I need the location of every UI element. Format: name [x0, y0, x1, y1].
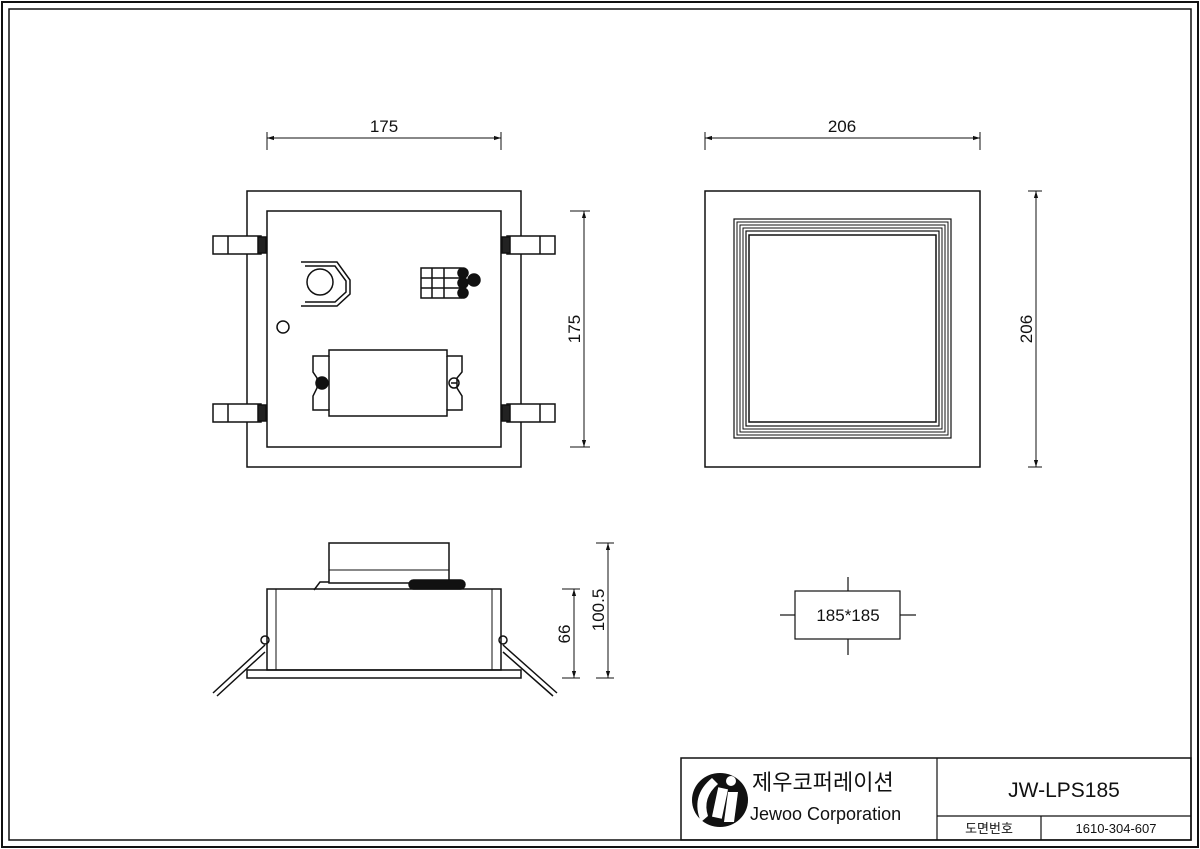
front-view-width-label: 206: [828, 117, 856, 136]
top-view-housing: [266, 210, 502, 448]
side-view-driver: [328, 542, 450, 584]
drawing-number-label: 도면번호: [965, 821, 1013, 836]
led-driver: [312, 349, 463, 417]
spring-clip-bottom-left: [212, 403, 267, 423]
side-view-housing: [266, 588, 502, 671]
top-view: [212, 190, 556, 468]
top-view-width-dimension: [266, 132, 502, 150]
company-name-korean: 제우코퍼레이션: [752, 770, 894, 795]
front-view-height-label: 206: [1017, 315, 1036, 343]
front-view: [704, 190, 981, 468]
top-view-height-dimension: [570, 210, 590, 448]
side-view-total-height-label: 100.5: [589, 589, 608, 632]
drawing-number: 1610-304-607: [1076, 821, 1157, 836]
spring-clip-bottom-right: [501, 403, 556, 423]
model-number: JW-LPS185: [1008, 779, 1120, 802]
front-view-height-dimension: [1028, 190, 1042, 468]
top-view-outer-plate: [246, 190, 522, 468]
company-name-english: Jewoo Corporation: [750, 804, 901, 824]
cutout-size-label: 185*185: [816, 606, 879, 625]
top-view-width-label: 175: [370, 117, 398, 136]
mounting-hole: [276, 320, 290, 334]
title-block: [680, 757, 1192, 841]
front-view-width-dimension: [704, 132, 981, 150]
inner-frame: [8, 8, 1192, 841]
light-panel: [748, 234, 937, 423]
top-view-height-label: 175: [565, 315, 584, 343]
side-view-cable: [408, 579, 466, 590]
cutout-symbol: [780, 577, 916, 655]
side-view-body-height-label: 66: [555, 625, 574, 644]
side-view-spring-right: [502, 644, 558, 697]
spring-clip-top-left: [212, 235, 267, 255]
side-view-spring-left: [212, 644, 266, 697]
front-view-trim: [704, 190, 981, 468]
spring-clip-top-right: [501, 235, 556, 255]
side-view-total-height-dimension: [596, 542, 614, 679]
jewoo-logo: [692, 773, 748, 827]
side-view: [212, 542, 558, 697]
side-view-body-height-dimension: [562, 588, 580, 679]
side-view-trim: [246, 669, 522, 679]
terminal-block: [420, 267, 481, 299]
cable-clamp: [301, 261, 351, 307]
